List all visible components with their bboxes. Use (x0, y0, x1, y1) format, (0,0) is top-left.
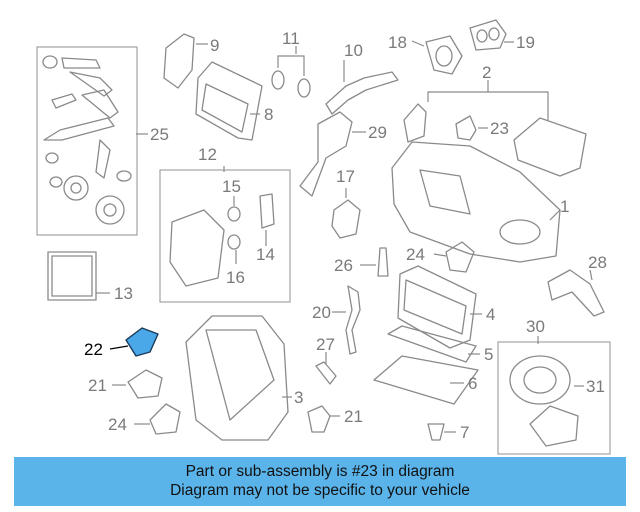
callout-26: 25 (150, 125, 169, 144)
group-box-31 (497, 341, 611, 455)
part-1-drawing (391, 141, 561, 263)
part-13-drawing (47, 251, 97, 301)
callout-8: 8 (264, 105, 273, 124)
part-29-drawing (547, 269, 605, 317)
callout-7: 7 (460, 423, 469, 442)
part-23-highlighted-drawing (125, 327, 159, 357)
callout-2: 2 (482, 63, 491, 82)
callout-22: 21 (88, 376, 107, 395)
part-8-drawing (195, 61, 263, 141)
callout-24-upper: 23 (490, 119, 509, 138)
part-5-drawing (387, 325, 477, 363)
banner-line-disclaimer: Diagram may not be specific to your vehi… (170, 482, 470, 499)
callout-23-highlighted: 22 (84, 340, 103, 359)
callout-14: 14 (256, 245, 275, 264)
part-2-drawing (403, 103, 587, 177)
part-4-drawing (397, 265, 477, 349)
callout-31: 30 (526, 317, 545, 336)
part-27-drawing (315, 361, 337, 385)
callout-16: 16 (226, 268, 245, 287)
leader-lines (96, 40, 593, 433)
part-30-drawing (299, 111, 353, 197)
parts-diagram: 9 11 10 18 19 2 8 29 23 25 12 17 15 1 14… (36, 19, 611, 455)
part-19-drawing (469, 19, 507, 51)
banner-line-part: Part or sub-assembly is #23 in diagram (185, 463, 455, 480)
part-3-drawing (185, 315, 289, 441)
callout-20: 20 (312, 303, 331, 322)
part-9-drawing (163, 33, 195, 89)
callout-labels: 9 11 10 18 19 2 8 29 23 25 12 17 15 1 14… (84, 29, 607, 442)
part-24-lower-drawing (149, 403, 181, 435)
callout-6: 6 (468, 374, 477, 393)
part-6-drawing (373, 355, 479, 405)
part-18-drawing (425, 35, 463, 75)
callout-25: 24 (406, 245, 425, 264)
callout-9: 9 (210, 36, 219, 55)
part-31-drawing (509, 355, 571, 405)
callout-11: 11 (282, 29, 300, 48)
callout-27: 27 (316, 335, 335, 354)
callout-13: 13 (114, 284, 133, 303)
part-17-drawing (331, 199, 361, 239)
callout-5: 5 (484, 345, 493, 364)
callout-17: 17 (336, 167, 355, 186)
callout-28: 26 (334, 256, 353, 275)
callout-30: 29 (368, 123, 387, 142)
callout-3: 3 (294, 388, 303, 407)
group-box-26 (36, 46, 138, 236)
part-32-drawing (529, 405, 579, 447)
part-21-drawing (307, 405, 331, 433)
callout-12: 12 (198, 145, 217, 164)
callout-4: 4 (486, 305, 495, 324)
part-26-linkage-drawing (42, 55, 132, 225)
part-20-drawing (345, 285, 361, 355)
part-info-banner: Part or sub-assembly is #23 in diagram D… (14, 457, 626, 506)
callout-1: 1 (560, 197, 569, 216)
part-25-drawing (445, 241, 475, 273)
part-28-drawing (377, 247, 389, 277)
part-22-drawing (127, 369, 163, 399)
callout-32: 31 (586, 377, 605, 396)
part-12-drawing (169, 193, 275, 287)
part-11-drawing (271, 70, 311, 98)
group-box-12 (159, 169, 291, 303)
callout-19: 19 (516, 33, 535, 52)
callout-21: 21 (344, 407, 363, 426)
part-7-drawing (427, 423, 445, 441)
callout-15: 15 (222, 177, 241, 196)
callout-29: 28 (588, 253, 607, 272)
part-10-drawing (325, 71, 399, 115)
callout-10: 10 (344, 41, 363, 60)
callout-24-lower: 24 (108, 415, 127, 434)
callout-18: 18 (388, 33, 407, 52)
